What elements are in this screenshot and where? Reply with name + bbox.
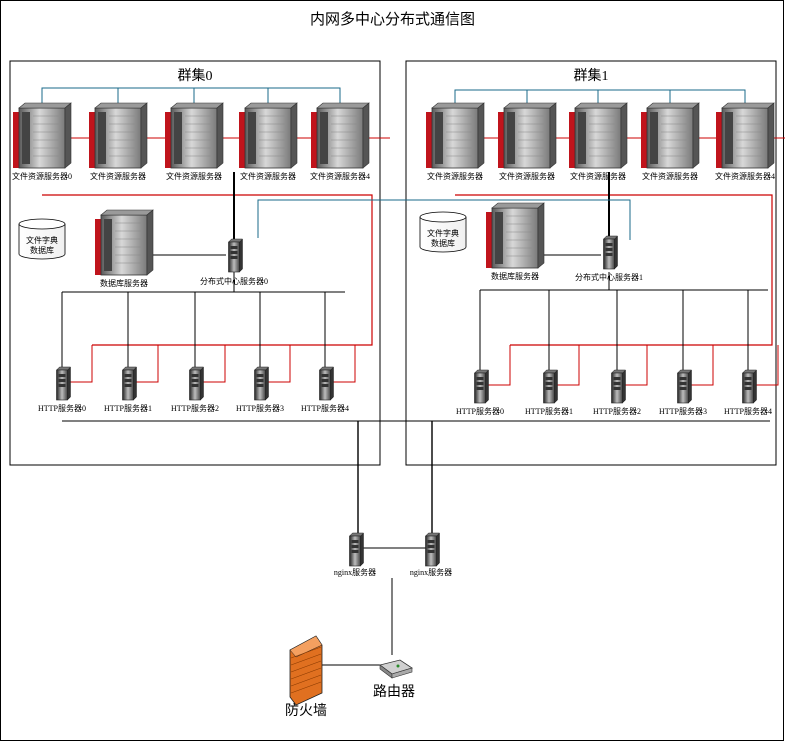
c0-http-server-4 <box>318 366 335 401</box>
c0-file-server-label-2: 文件资源服务器 <box>166 172 222 181</box>
c0-file-server-label-1: 文件资源服务器 <box>90 172 146 181</box>
c0-http-red-4 <box>333 345 356 383</box>
router-label: 路由器 <box>373 685 415 700</box>
c0-http-red-2 <box>203 345 226 383</box>
nginx-label-0: nginx服务器 <box>333 568 377 577</box>
c0-http-red-1 <box>136 345 159 383</box>
c0-dict-db-label: 文件字典 数据库 <box>26 236 58 255</box>
c1-file-server-label-4: 文件资源服务器4 <box>715 172 775 181</box>
firewall-label: 防火墙 <box>285 704 327 719</box>
c1-http-red-1 <box>557 345 580 386</box>
c0-file-server-2 <box>165 102 224 169</box>
diagram-title: 内网多中心分布式通信图 <box>309 10 475 28</box>
c0-http-label-4: HTTP服务器4 <box>301 404 349 413</box>
c0-file-server-label-4: 文件资源服务器4 <box>310 172 370 181</box>
c1-file-server-label-1: 文件资源服务器 <box>499 172 555 181</box>
c1-center-server-label: 分布式中心服务器1 <box>575 273 643 282</box>
c1-http-red-0 <box>488 345 511 386</box>
c0-file-server-1 <box>89 102 148 169</box>
c1-db-server-label: 数据库服务器 <box>491 272 539 281</box>
c0-center-server <box>227 238 244 273</box>
c1-http-red-4 <box>756 345 779 386</box>
c0-http-server-1 <box>121 366 138 401</box>
c0-http-red-0 <box>70 345 93 383</box>
c0-file-server-4 <box>311 102 370 169</box>
c0-http-label-1: HTTP服务器1 <box>104 404 152 413</box>
c1-db-server <box>486 202 545 269</box>
c0-file-server-3 <box>239 102 298 169</box>
c0-http-label-3: HTTP服务器3 <box>236 404 284 413</box>
c0-db-server-label: 数据库服务器 <box>100 279 148 288</box>
c1-http-label-0: HTTP服务器0 <box>456 407 504 416</box>
c0-http-server-0 <box>55 366 72 401</box>
c1-file-server-1 <box>498 102 557 169</box>
inter-cluster-blue <box>257 199 631 240</box>
c0-dict-db-icon <box>18 218 66 260</box>
c1-file-server-label-3: 文件资源服务器 <box>642 172 698 181</box>
cluster-1-box <box>405 60 777 466</box>
c1-dict-db-icon <box>419 211 467 253</box>
c0-db-server <box>95 209 154 276</box>
nginx-server-1 <box>424 532 441 567</box>
c1-file-server-label-0: 文件资源服务器 <box>427 172 483 181</box>
c0-http-server-3 <box>253 366 270 401</box>
c1-http-label-3: HTTP服务器3 <box>659 407 707 416</box>
cluster-0-title: 群集0 <box>177 69 213 84</box>
c1-http-red-2 <box>625 345 648 386</box>
c1-file-server-2 <box>569 102 628 169</box>
c0-http-red-3 <box>268 345 291 383</box>
c1-file-server-4 <box>716 102 775 169</box>
c1-http-label-1: HTTP服务器1 <box>525 407 573 416</box>
cluster-0-box <box>9 60 381 466</box>
c0-http-server-2 <box>188 366 205 401</box>
c1-http-server-4 <box>741 369 758 404</box>
c1-http-server-1 <box>542 369 559 404</box>
c1-file-server-label-2: 文件资源服务器 <box>570 172 626 181</box>
c0-file-server-label-0: 文件资源服务器0 <box>12 172 72 181</box>
c1-http-red-3 <box>691 345 714 386</box>
firewall-icon <box>289 635 323 706</box>
c0-http-label-2: HTTP服务器2 <box>171 404 219 413</box>
c1-http-server-2 <box>610 369 627 404</box>
c1-red-loop <box>455 194 773 346</box>
c1-dict-db-label: 文件字典 数据库 <box>427 229 459 248</box>
c0-red-loop <box>42 194 373 346</box>
c1-file-server-3 <box>641 102 700 169</box>
c1-http-label-4: HTTP服务器4 <box>724 407 772 416</box>
c1-http-server-0 <box>473 369 490 404</box>
c1-file-server-0 <box>426 102 485 169</box>
c0-file-server-0 <box>13 102 72 169</box>
c0-file-server-label-3: 文件资源服务器 <box>240 172 296 181</box>
c1-http-label-2: HTTP服务器2 <box>593 407 641 416</box>
nodes-layer <box>13 102 775 706</box>
c0-http-label-0: HTTP服务器0 <box>38 404 86 413</box>
cluster-1-title: 群集1 <box>573 69 609 84</box>
nginx-label-1: nginx服务器 <box>409 568 453 577</box>
c1-http-server-3 <box>676 369 693 404</box>
router-icon <box>379 659 413 679</box>
c1-center-server <box>602 235 619 270</box>
nginx-server-0 <box>348 532 365 567</box>
c0-center-server-label: 分布式中心服务器0 <box>200 277 268 286</box>
